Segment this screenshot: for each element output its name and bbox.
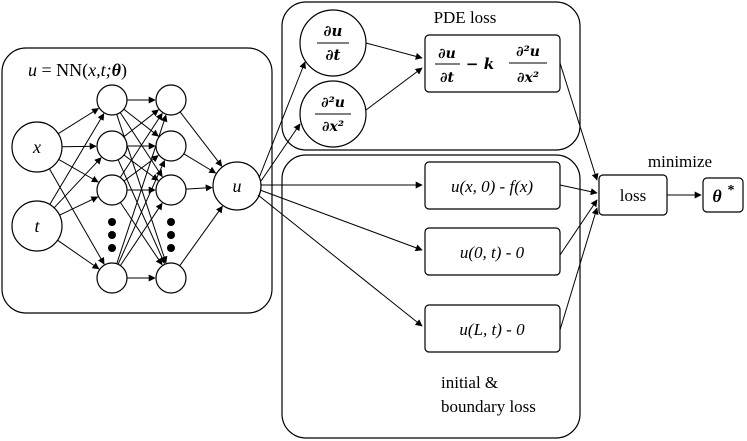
input-label-t: t bbox=[34, 216, 40, 236]
ellipsis-dot bbox=[108, 218, 116, 226]
output-label-u: u bbox=[233, 176, 242, 196]
input-to-hidden1-edge bbox=[57, 239, 100, 270]
residual-d2u: ∂²u bbox=[516, 44, 540, 60]
theta-star-star: * bbox=[728, 183, 735, 198]
ic-label: u(x, 0) - f(x) bbox=[451, 177, 533, 196]
input-to-hidden1-edge bbox=[48, 168, 105, 265]
hidden1-to-hidden2-edge bbox=[123, 155, 159, 182]
output-node-u bbox=[212, 161, 262, 211]
network-panel bbox=[1, 47, 273, 314]
input-to-hidden1-edge bbox=[58, 158, 99, 183]
hidden2-neuron bbox=[155, 84, 187, 116]
hidden2-neuron bbox=[155, 130, 187, 162]
bc-left-box bbox=[424, 227, 561, 276]
ellipsis-dot bbox=[108, 231, 116, 239]
input-to-hidden1-edge bbox=[57, 108, 99, 135]
bc-left-label: u(0, t) - 0 bbox=[460, 243, 525, 262]
arrow-u-to-d2udx2 bbox=[260, 123, 301, 182]
residual-dt: ∂t bbox=[440, 70, 454, 86]
ellipsis-dot bbox=[167, 231, 175, 239]
ellipsis-dot bbox=[108, 244, 116, 252]
residual-du: ∂u bbox=[438, 46, 456, 62]
hidden1-neuron bbox=[96, 84, 128, 116]
ellipsis-dot bbox=[167, 218, 175, 226]
minimize-label: minimize bbox=[648, 152, 712, 171]
residual-dx2: ∂x² bbox=[517, 70, 539, 86]
arrow-u-to-dudt bbox=[258, 61, 306, 179]
hidden1-neuron bbox=[96, 130, 128, 162]
hidden1-to-hidden2-edge bbox=[123, 109, 159, 138]
arrow-bc-left-to-loss bbox=[559, 199, 598, 256]
arrow-ic-to-loss bbox=[559, 184, 598, 196]
network-title: u = NN(x,t;θ) bbox=[28, 60, 127, 81]
network-edges bbox=[48, 96, 223, 282]
du-dt-denominator: ∂t bbox=[326, 46, 341, 64]
bc-right-label: u(L, t) - 0 bbox=[459, 320, 525, 339]
ib-title-line2: boundary loss bbox=[441, 397, 536, 416]
input-to-hidden1-edge bbox=[53, 157, 102, 209]
hidden2-neuron bbox=[155, 174, 187, 206]
hidden2-neuron bbox=[155, 262, 187, 294]
theta-star-theta: θ bbox=[712, 186, 722, 206]
arrow-u-to-bc-left bbox=[259, 189, 423, 252]
arrow-residual-to-loss bbox=[559, 62, 599, 181]
hidden1-neuron bbox=[96, 174, 128, 206]
pde-loss-title: PDE loss bbox=[434, 8, 497, 27]
input-to-hidden1-edge bbox=[61, 142, 97, 150]
d2u-dx2-numerator: ∂²u bbox=[321, 95, 345, 111]
arrow-d2udx2-to-residual bbox=[365, 67, 423, 111]
input-to-hidden1-edge bbox=[59, 196, 99, 216]
hidden-layer-1 bbox=[96, 84, 128, 294]
input-node-x bbox=[11, 121, 63, 173]
arrow-u-to-bc-right bbox=[257, 194, 423, 327]
hidden2-to-output-edge bbox=[179, 205, 223, 267]
input-label-x: x bbox=[32, 137, 41, 157]
arrow-dudt-to-residual bbox=[365, 42, 423, 60]
hidden2-to-output-edge bbox=[179, 111, 223, 167]
d2u-dx2-denominator: ∂x² bbox=[322, 119, 344, 135]
arrow-bc-right-to-loss bbox=[559, 207, 599, 331]
ellipsis-dot bbox=[167, 244, 175, 252]
hidden1-neuron bbox=[96, 262, 128, 294]
hidden2-to-output-edge bbox=[185, 184, 213, 192]
loss-label: loss bbox=[620, 186, 646, 205]
hidden1-to-hidden2-edge bbox=[119, 202, 163, 266]
residual-minus-k: − k bbox=[466, 55, 494, 73]
hidden2-to-output-edge bbox=[183, 153, 217, 174]
input-to-hidden1-edge bbox=[49, 113, 105, 205]
theta-star-box bbox=[702, 177, 744, 213]
hidden1-to-hidden2-edge bbox=[119, 112, 163, 178]
flow-arrows bbox=[257, 42, 702, 331]
hidden-layer-2 bbox=[155, 84, 187, 294]
hidden1-to-hidden2-edge bbox=[117, 159, 166, 265]
du-dt-numerator: ∂u bbox=[324, 22, 343, 40]
ib-title-line1: initial & bbox=[441, 373, 498, 392]
input-node-t bbox=[11, 200, 63, 252]
